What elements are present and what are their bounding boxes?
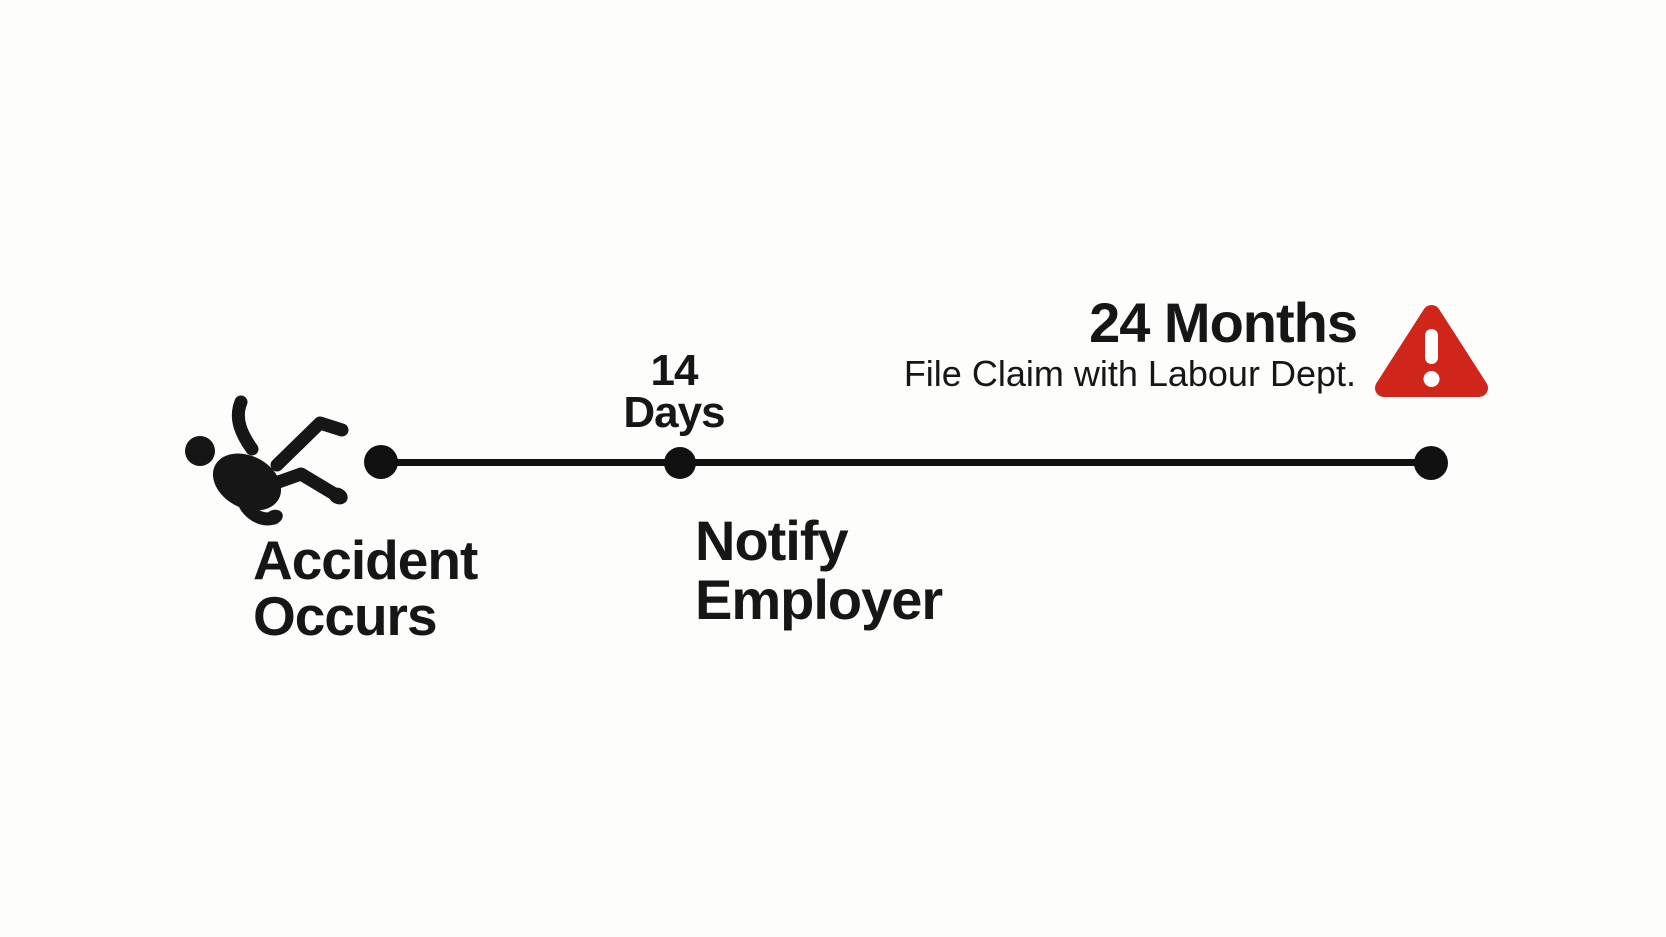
warning-triangle-icon — [1375, 305, 1488, 397]
event-accident-title-line2: Occurs — [253, 585, 438, 647]
event-fileclaim-deadline: 24 Months — [1089, 291, 1358, 354]
timeline-line — [381, 459, 1431, 466]
event-notify-deadline: 14 Days — [594, 346, 754, 437]
event-notify-label: Notify Employer — [695, 509, 943, 631]
timeline-node-middle — [664, 447, 696, 479]
event-accident-label: Accident Occurs — [253, 529, 478, 647]
event-fileclaim-description: File Claim with Labour Dept. — [903, 353, 1356, 394]
event-notify-deadline-line2: Days — [623, 388, 725, 437]
event-notify-title-line1: Notify — [695, 509, 849, 572]
event-notify-deadline-line1: 14 — [650, 346, 699, 395]
timeline-node-end — [1414, 446, 1448, 480]
event-notify-title-line2: Employer — [695, 568, 943, 631]
event-accident-title-line1: Accident — [253, 529, 478, 591]
falling-person-icon — [185, 395, 349, 526]
timeline-node-start — [364, 445, 398, 479]
